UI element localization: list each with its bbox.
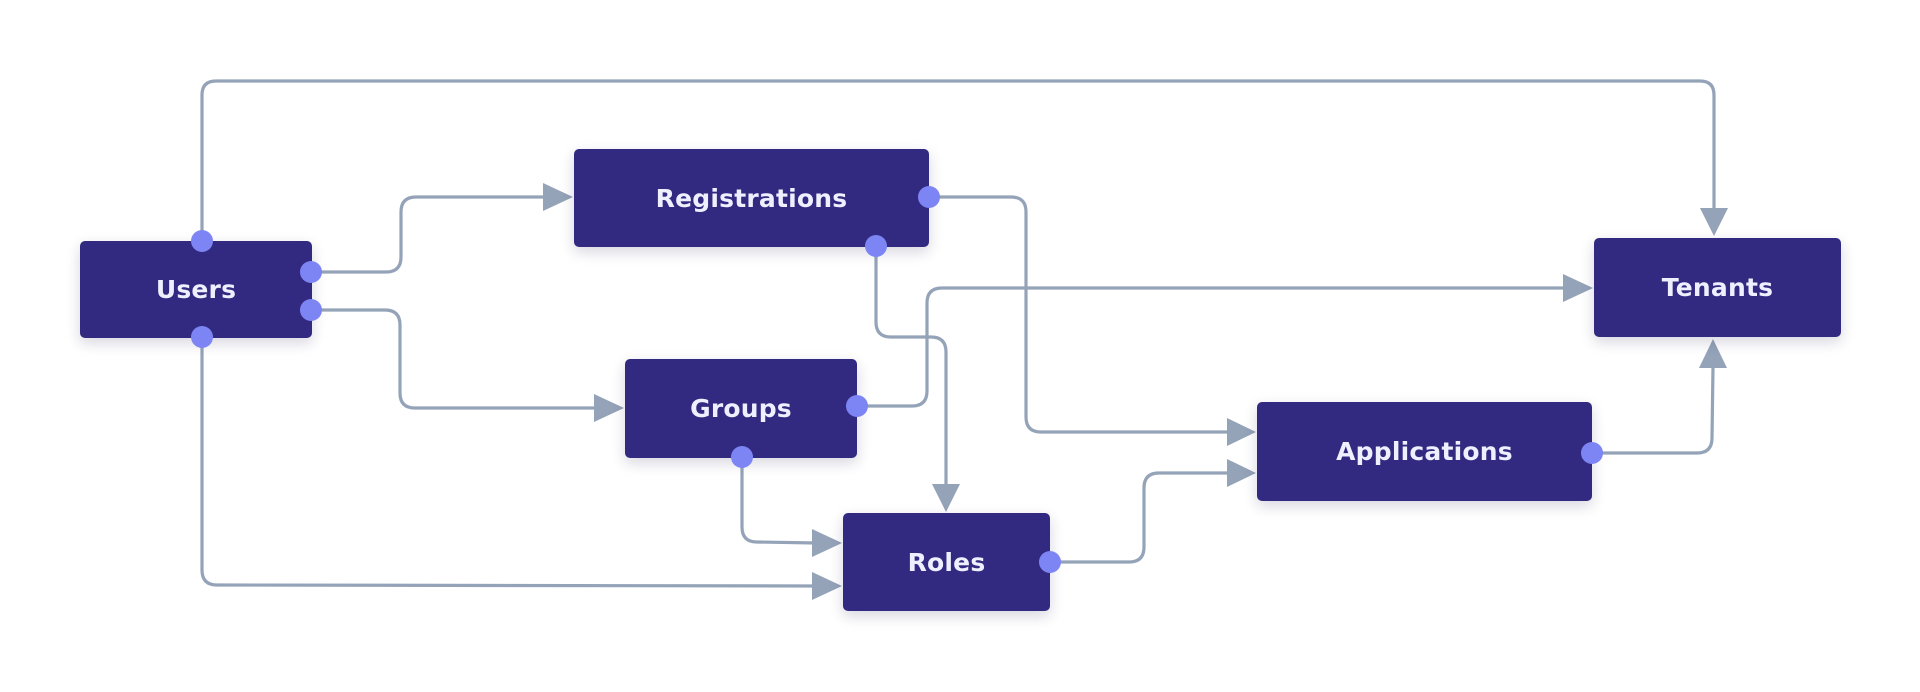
edge-applications-tenants[interactable]	[1590, 365, 1715, 455]
node-applications-label: Applications	[1336, 437, 1513, 466]
node-registrations[interactable]: Registrations	[574, 149, 929, 247]
arrow-users-roles	[812, 572, 842, 600]
arrow-groups-tenants	[1563, 274, 1593, 302]
arrow-groups-roles	[812, 529, 842, 557]
edge-users-registrations[interactable]	[309, 195, 550, 274]
edge-users-roles[interactable]	[200, 336, 818, 588]
edge-roles-applications[interactable]	[1048, 471, 1232, 564]
arrow-users-groups	[594, 394, 624, 422]
arrow-roles-applications	[1227, 459, 1256, 487]
arrow-registrations-applications	[1227, 418, 1256, 446]
edge-registrations-roles[interactable]	[874, 245, 948, 487]
edge-users-tenants[interactable]	[200, 79, 1716, 243]
arrow-users-registrations	[543, 183, 573, 211]
node-tenants[interactable]: Tenants	[1594, 238, 1841, 337]
node-groups[interactable]: Groups	[625, 359, 857, 458]
node-roles[interactable]: Roles	[843, 513, 1050, 611]
node-registrations-label: Registrations	[655, 183, 848, 213]
node-users[interactable]: Users	[80, 241, 312, 338]
node-applications[interactable]: Applications	[1257, 402, 1592, 501]
edge-groups-tenants[interactable]	[855, 286, 1567, 408]
edge-users-groups[interactable]	[309, 308, 600, 410]
node-tenants-label: Tenants	[1661, 273, 1774, 302]
node-groups-label: Groups	[690, 394, 792, 423]
arrow-registrations-roles	[932, 484, 960, 512]
edge-groups-roles[interactable]	[740, 456, 818, 545]
node-users-label: Users	[155, 275, 237, 304]
edge-registrations-applications[interactable]	[927, 195, 1232, 434]
arrow-applications-tenants	[1699, 339, 1727, 368]
node-roles-label: Roles	[907, 547, 986, 577]
arrow-users-tenants	[1700, 208, 1728, 236]
